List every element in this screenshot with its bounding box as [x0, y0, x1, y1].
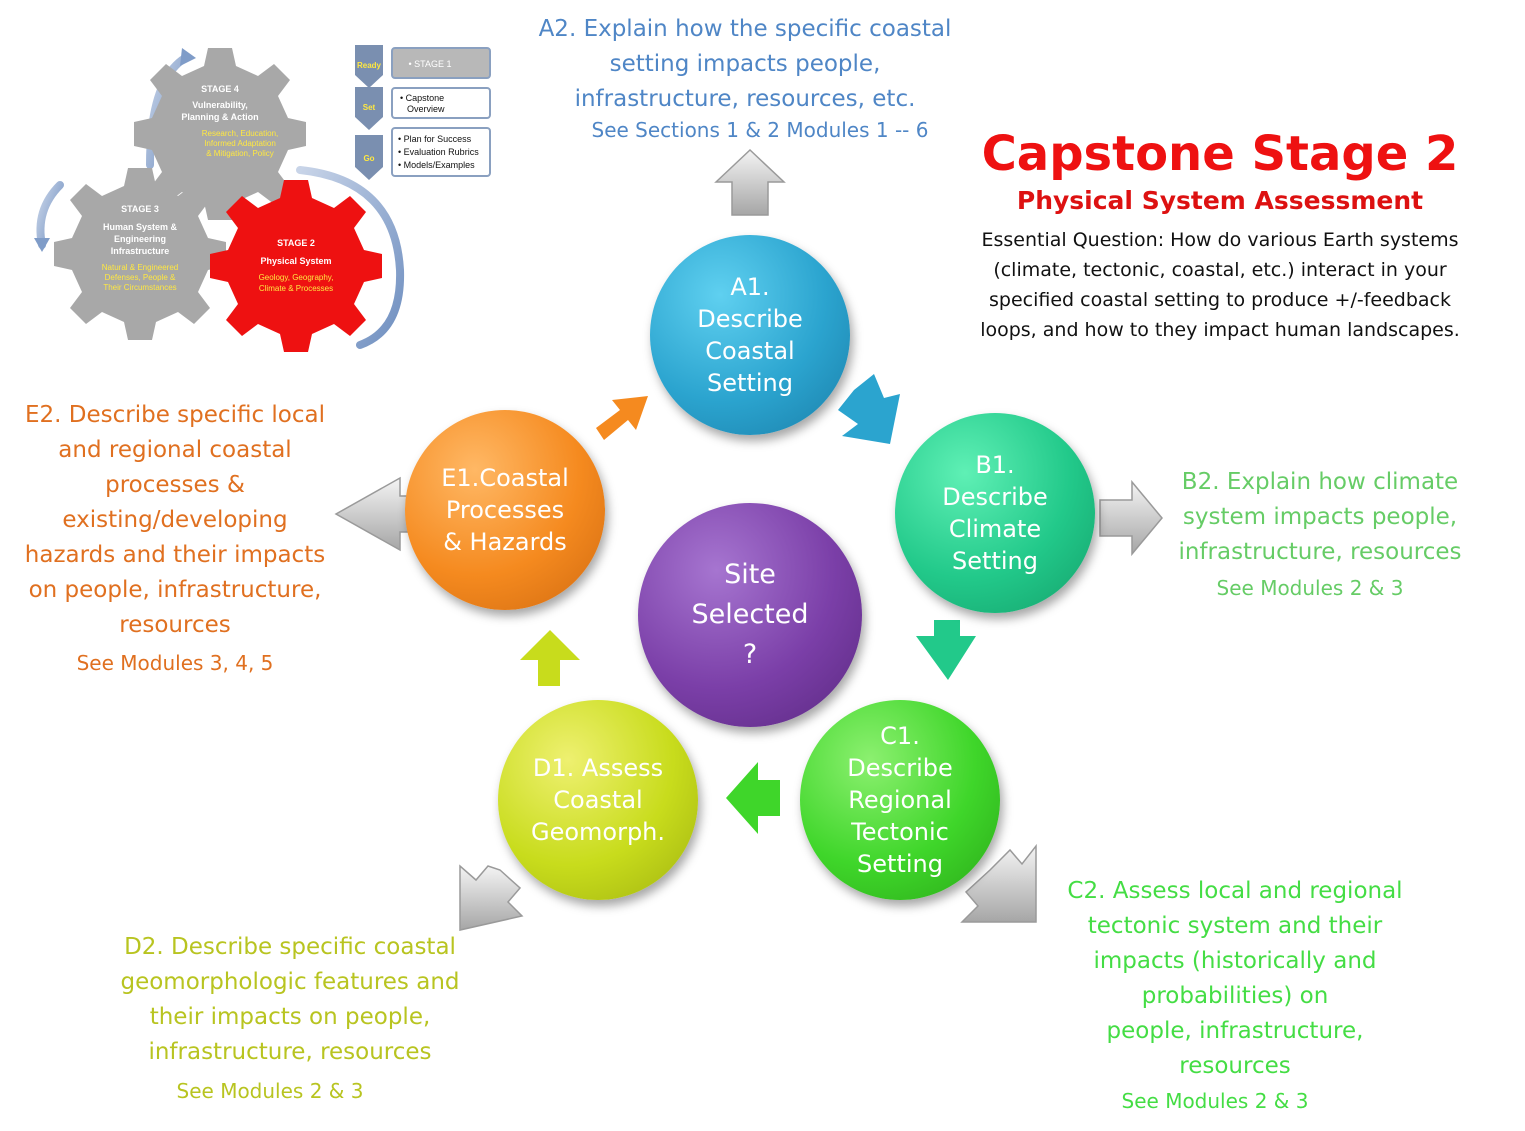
- outcome-a2-text: A2. Explain how the specific coastal set…: [538, 16, 952, 112]
- step-set-tab: Set: [363, 103, 376, 112]
- step-ready: Ready • STAGE 1: [355, 45, 491, 88]
- node-c1: C1. Describe Regional Tectonic Setting: [800, 700, 1000, 900]
- node-c1-label: C1. Describe Regional Tectonic Setting: [847, 722, 953, 878]
- node-a1-label: A1. Describe Coastal Setting: [697, 273, 803, 397]
- svg-text:Climate & Processes: Climate & Processes: [259, 284, 333, 293]
- step-go-item: • Plan for Success: [398, 134, 472, 144]
- step-go-item: • Evaluation Rubrics: [398, 147, 479, 157]
- page-title: Capstone Stage 2: [981, 126, 1459, 182]
- step-set-item: Overview: [407, 104, 445, 114]
- arrow-c1-to-d1: [726, 762, 780, 834]
- center-label: Site Selected ?: [691, 559, 809, 670]
- node-b1-label: B1. Describe Climate Setting: [942, 451, 1048, 575]
- node-e1: E1.Coastal Processes & Hazards: [405, 410, 605, 610]
- outcome-c2-ref: See Modules 2 & 3: [1121, 1089, 1309, 1113]
- svg-text:Engineering: Engineering: [114, 234, 166, 244]
- step-set-item: • Capstone: [400, 93, 444, 103]
- outcome-b2-ref: See Modules 2 & 3: [1216, 576, 1404, 600]
- svg-text:Research, Education,: Research, Education,: [202, 129, 279, 138]
- stage4-name: STAGE 4: [201, 84, 239, 94]
- arrow-d1-to-e1: [520, 630, 580, 686]
- outcome-c2-text: C2. Assess local and regional tectonic s…: [1067, 878, 1403, 1079]
- arrow-head: [34, 238, 50, 252]
- node-center: Site Selected ?: [638, 503, 862, 727]
- step-go-item: • Models/Examples: [398, 160, 475, 170]
- stage2-name: STAGE 2: [277, 238, 315, 248]
- gear-stage2: STAGE 2 Physical System Geology, Geograp…: [210, 180, 382, 352]
- svg-text:& Mitigation, Policy: & Mitigation, Policy: [206, 149, 274, 158]
- stage3-name: STAGE 3: [121, 204, 159, 214]
- outcome-d2-text: D2. Describe specific coastal geomorphol…: [120, 934, 460, 1065]
- outcome-e2-text: E2. Describe specific local and regional…: [24, 402, 326, 638]
- svg-text:Informed Adaptation: Informed Adaptation: [204, 139, 276, 148]
- step-set: Set • Capstone Overview: [355, 87, 491, 130]
- node-a1: A1. Describe Coastal Setting: [650, 235, 850, 435]
- arrow-b1-to-c1: [916, 620, 976, 680]
- svg-text:Defenses, People &: Defenses, People &: [105, 273, 176, 282]
- svg-text:Natural & Engineered: Natural & Engineered: [102, 263, 179, 272]
- svg-text:Human System &: Human System &: [103, 222, 178, 232]
- outcome-a2-ref: See Sections 1 & 2 Modules 1 -- 6: [591, 118, 929, 142]
- arrow-to-c2: [960, 843, 1037, 923]
- step-ready-tab: Ready: [357, 61, 382, 70]
- arrow-to-d2: [459, 864, 524, 931]
- gear-stage3: STAGE 3 Human System & Engineering Infra…: [54, 168, 226, 340]
- cycle-arrow: [296, 166, 405, 349]
- node-b1: B1. Describe Climate Setting: [895, 413, 1095, 613]
- node-d1-label: D1. Assess Coastal Geomorph.: [530, 754, 666, 846]
- arrow-e1-to-a1: [596, 396, 648, 440]
- outcome-d2-ref: See Modules 2 & 3: [176, 1079, 364, 1103]
- arrow-head: [180, 48, 196, 66]
- outcome-b2-text: B2. Explain how climate system impacts p…: [1178, 469, 1462, 565]
- stages-graphic: STAGE 4 Vulnerability, Planning & Action…: [34, 45, 491, 352]
- svg-text:Vulnerability,: Vulnerability,: [192, 100, 248, 110]
- step-ready-item: • STAGE 1: [409, 59, 452, 69]
- gear-stage4: STAGE 4 Vulnerability, Planning & Action…: [134, 48, 306, 220]
- node-e1-label: E1.Coastal Processes & Hazards: [441, 464, 569, 556]
- svg-text:Geology, Geography,: Geology, Geography,: [259, 273, 334, 282]
- stage2-title: Physical System: [260, 256, 331, 266]
- svg-text:Infrastructure: Infrastructure: [111, 246, 170, 256]
- essential-question: Essential Question: How do various Earth…: [980, 229, 1460, 341]
- step-go: Go • Plan for Success • Evaluation Rubri…: [355, 127, 491, 180]
- step-go-tab: Go: [363, 154, 374, 163]
- svg-text:Their Circumstances: Their Circumstances: [103, 283, 176, 292]
- arrow-to-a2: [714, 148, 786, 216]
- node-d1: D1. Assess Coastal Geomorph.: [498, 700, 698, 900]
- arrow-to-b2: [1099, 479, 1163, 557]
- svg-text:Planning & Action: Planning & Action: [181, 112, 258, 122]
- page-subtitle: Physical System Assessment: [1016, 186, 1424, 215]
- arrow-a1-to-b1: [838, 374, 900, 444]
- outcome-e2-ref: See Modules 3, 4, 5: [76, 651, 274, 675]
